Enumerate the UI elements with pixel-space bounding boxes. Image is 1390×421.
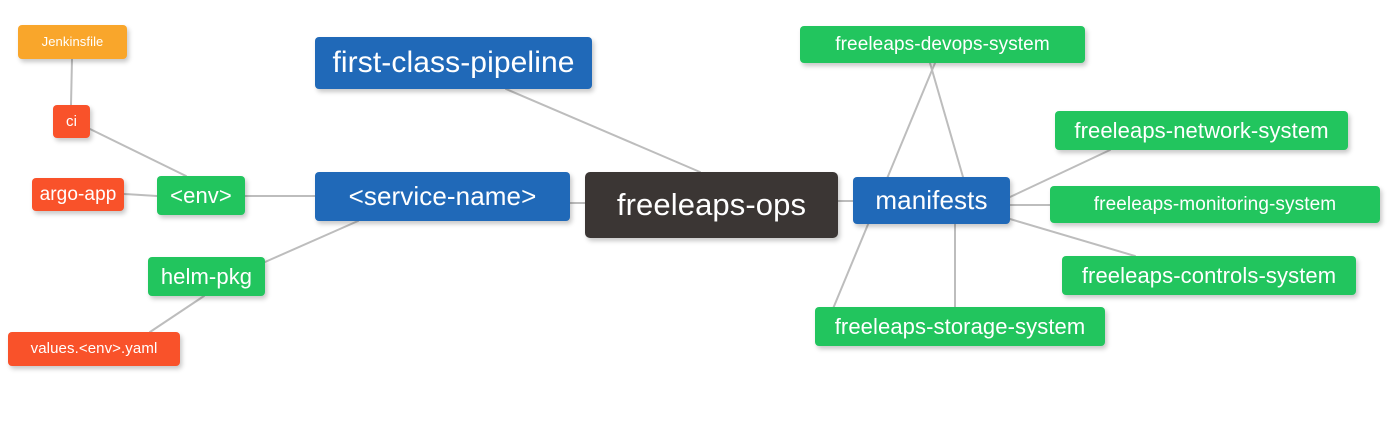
node-freeleaps-devops-system[interactable]: freeleaps-devops-system: [800, 26, 1085, 63]
node-label-freeleaps-controls-system: freeleaps-controls-system: [1081, 262, 1337, 288]
node-label-freeleaps-devops-system: freeleaps-devops-system: [835, 33, 1050, 55]
edge-first-class-pipeline-to-freeleaps-ops: [505, 88, 701, 173]
node-freeleaps-ops[interactable]: freeleaps-ops: [585, 172, 838, 238]
node-argo-app[interactable]: argo-app: [32, 178, 124, 211]
node-label-argo-app: argo-app: [39, 183, 117, 205]
node-freeleaps-monitoring-system[interactable]: freeleaps-monitoring-system: [1050, 186, 1380, 223]
node-manifests[interactable]: manifests: [853, 177, 1010, 224]
edge-values-yaml-to-helm-pkg: [149, 295, 205, 333]
node-label-freeleaps-storage-system: freeleaps-storage-system: [834, 313, 1086, 339]
node-label-freeleaps-monitoring-system: freeleaps-monitoring-system: [1093, 193, 1337, 215]
edge-helm-pkg-to-service-name: [264, 220, 359, 263]
node-env[interactable]: <env>: [157, 176, 245, 215]
edge-freeleaps-devops-system-to-manifests: [929, 62, 964, 178]
node-freeleaps-network-system[interactable]: freeleaps-network-system: [1055, 111, 1348, 150]
node-label-first-class-pipeline: first-class-pipeline: [332, 46, 575, 80]
node-freeleaps-storage-system[interactable]: freeleaps-storage-system: [815, 307, 1105, 346]
node-label-freeleaps-ops: freeleaps-ops: [616, 186, 807, 222]
edge-ci-to-env: [89, 128, 187, 177]
edge-argo-app-to-env: [123, 193, 158, 197]
node-service-name[interactable]: <service-name>: [315, 172, 570, 221]
edge-jenkinsfile-to-ci: [70, 58, 73, 106]
node-jenkinsfile[interactable]: Jenkinsfile: [18, 25, 127, 59]
node-first-class-pipeline[interactable]: first-class-pipeline: [315, 37, 592, 89]
node-values-yaml[interactable]: values.<env>.yaml: [8, 332, 180, 366]
node-label-env: <env>: [170, 182, 232, 208]
node-label-manifests: manifests: [875, 184, 988, 215]
node-freeleaps-controls-system[interactable]: freeleaps-controls-system: [1062, 256, 1356, 295]
node-label-service-name: <service-name>: [348, 180, 537, 211]
node-ci[interactable]: ci: [53, 105, 90, 138]
node-label-helm-pkg: helm-pkg: [160, 263, 253, 289]
node-label-ci: ci: [65, 112, 78, 130]
edge-manifests-to-freeleaps-controls-system: [1009, 218, 1136, 257]
node-helm-pkg[interactable]: helm-pkg: [148, 257, 265, 296]
node-label-freeleaps-network-system: freeleaps-network-system: [1074, 117, 1329, 143]
node-label-jenkinsfile: Jenkinsfile: [41, 34, 104, 50]
node-label-values-yaml: values.<env>.yaml: [30, 340, 158, 358]
